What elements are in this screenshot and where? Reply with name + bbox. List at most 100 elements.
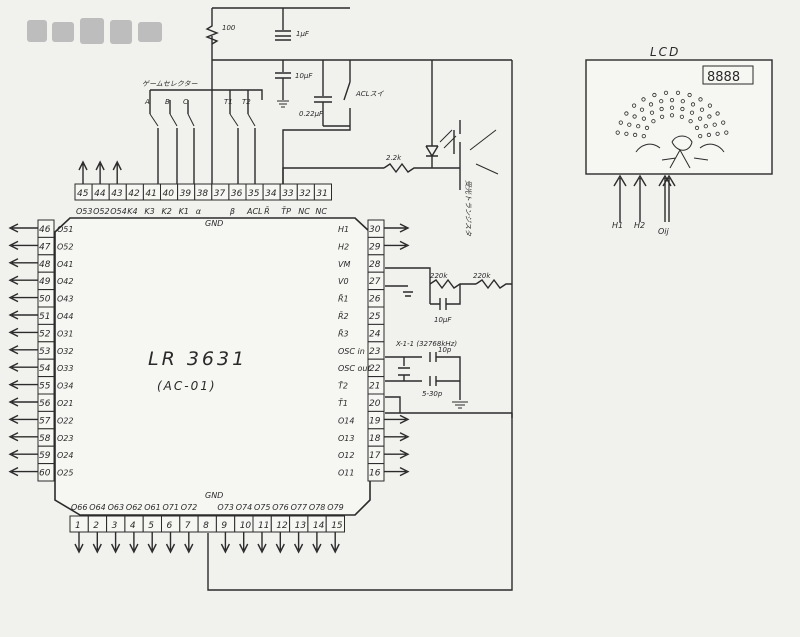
pin-label-40: K2 [162,207,172,216]
pin-arrow-30 [384,223,410,233]
lcd-dot [688,119,693,124]
pin-arrow-60 [8,466,38,477]
pin-number-33: 33 [282,189,294,199]
lcd-dot [624,111,629,116]
pin-number-6: 6 [167,521,173,531]
pin-label-60: O25 [57,469,73,478]
pin-arrow-29 [384,240,410,251]
pin-label-43: O54 [110,207,126,216]
lcd-dot [689,110,695,115]
lcd-dot [669,113,675,118]
pin-number-52: 52 [39,329,51,339]
pin-number-9: 9 [221,521,227,531]
chip-gnd-top: GND [205,219,223,228]
pin-arrow-11 [257,532,267,554]
pin-label-47: O52 [57,242,73,251]
pin-number-26: 26 [369,295,381,305]
lcd-dot [712,122,717,127]
pin-label-55: O34 [57,382,73,391]
pin-number-11: 11 [258,521,269,531]
label-c-osc: 10p [438,346,452,354]
lcd-dot [679,114,685,119]
pin-label-1: O66 [71,503,87,512]
lcd-dot [698,97,703,102]
chip-name: LR 3631 [148,348,247,370]
lcd-dot [659,99,664,104]
lcd-dot [694,125,700,131]
pin-arrow-6 [165,532,176,554]
pin-number-42: 42 [128,189,140,199]
pin-label-52: O31 [57,329,73,338]
pin-arrow-2 [92,532,102,554]
pin-label-36: β [229,207,235,216]
pin-number-4: 4 [130,521,136,531]
label-r2: 220k [473,272,491,280]
pin-label-49: O42 [57,277,73,286]
pin-arrow-50 [8,292,38,303]
lcd-dot [631,103,637,108]
pin-number-30: 30 [369,225,381,235]
label-switch-t2: T2 [242,98,251,106]
lcd-dot [636,124,641,129]
pin-number-29: 29 [369,242,381,252]
pin-label-23: OSC in [338,347,365,356]
lcd-dot [652,92,657,98]
pin-label-27: V0 [338,277,349,286]
pin-number-53: 53 [39,347,51,357]
pin-label-44: O52 [93,207,109,216]
pin-number-21: 21 [369,382,380,392]
pin-label-5: O61 [144,503,160,512]
lcd-dot [639,107,645,112]
pin-number-46: 46 [39,225,51,235]
lcd-dot [707,103,713,108]
lcd-dot [618,120,623,125]
pin-arrow-16 [384,466,410,477]
pin-number-50: 50 [39,295,51,305]
chip-gnd-bottom: GND [205,491,223,500]
lcd-dot [698,134,703,139]
chip-body [54,217,371,516]
pin-label-24: R̄3 [338,328,349,338]
lcd-dot [687,92,692,98]
pin-label-54: O33 [57,364,73,373]
pin-number-28: 28 [369,260,381,270]
pin-arrow-17 [384,449,410,459]
pin-arrow-53 [8,345,38,355]
lcd-dot [615,130,620,135]
lcd-dot [648,102,654,107]
pin-arrow-12 [275,532,285,554]
lcd-dot [675,90,681,95]
lcd-dot [707,114,712,119]
pin-number-34: 34 [265,189,277,199]
pin-arrow-18 [384,432,410,442]
lcd-title: LCD [650,45,680,59]
lcd-dot [669,105,675,110]
pin-number-60: 60 [39,469,51,479]
pin-label-38: α [196,207,202,216]
pin-label-39: K1 [179,207,189,216]
lcd-dot [690,102,696,107]
pin-label-29: H2 [338,242,349,251]
pin-label-3: O63 [108,503,124,512]
lcd-dot [641,97,646,102]
lcd-input-h1: H1 [612,221,623,230]
pin-arrow-15 [330,532,340,554]
lcd-dot [703,124,708,129]
pin-arrow-47 [8,240,38,251]
pin-label-34: R̄ [264,206,270,216]
label-phototransistor: 受光トランジスタ [464,180,472,237]
pin-label-48: O41 [57,260,73,269]
pin-number-25: 25 [369,312,381,322]
pin-label-35: ACL [246,207,263,216]
pin-label-16: O11 [338,469,354,478]
pin-number-27: 27 [369,277,381,287]
pin-label-4: O62 [126,503,142,512]
pin-number-47: 47 [39,242,51,252]
lcd-dot [715,111,720,116]
pin-number-8: 8 [203,521,209,531]
lcd-figure [635,135,725,169]
pin-number-2: 2 [93,521,99,531]
label-switch-t1: T1 [224,98,233,106]
pin-number-10: 10 [240,521,252,531]
